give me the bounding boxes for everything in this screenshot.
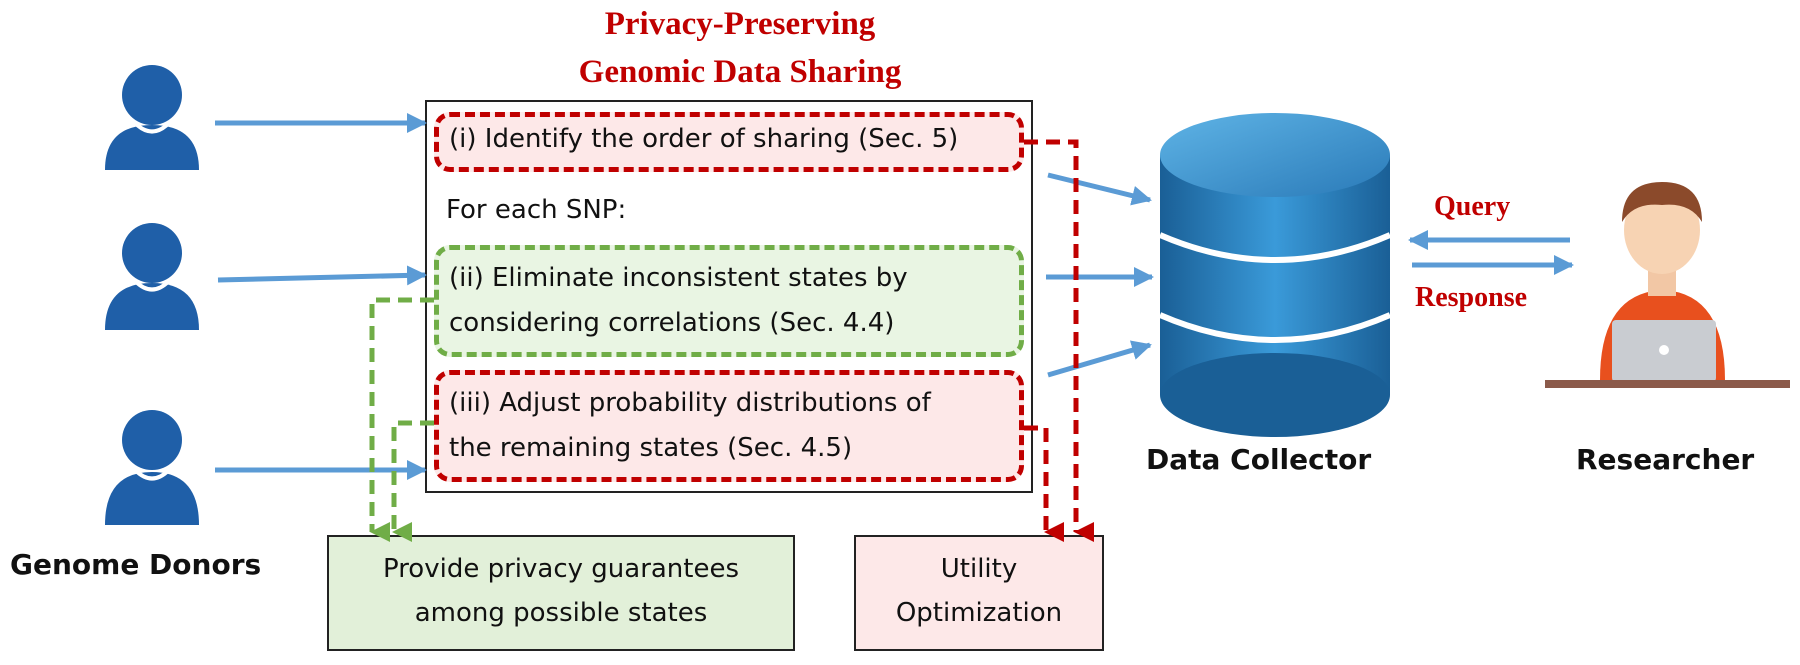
diagram-title-line2: Genomic Data Sharing xyxy=(578,54,902,90)
privacy-line2: among possible states xyxy=(414,598,708,628)
step-identify-order-label: (i) Identify the order of sharing (Sec. … xyxy=(449,124,959,154)
donor-person-icon-2 xyxy=(105,223,199,330)
utility-line1: Utility xyxy=(940,554,1018,584)
data-collector-label: Data Collector xyxy=(1146,443,1372,476)
researcher-label: Researcher xyxy=(1576,443,1755,476)
privacy-line1: Provide privacy guarantees xyxy=(382,554,740,584)
step-adjust-distributions: (iii) Adjust probability distributions o… xyxy=(434,370,1024,482)
database-icon xyxy=(1158,113,1392,437)
step-eliminate-line1: (ii) Eliminate inconsistent states by xyxy=(449,263,908,293)
privacy-guarantee-box: Provide privacy guarantees among possibl… xyxy=(327,535,795,651)
step-eliminate-line2: considering correlations (Sec. 4.4) xyxy=(449,308,895,338)
collector-arrow-3 xyxy=(1047,340,1152,378)
for-each-snp-label: For each SNP: xyxy=(446,195,627,225)
step-adjust-line2: the remaining states (Sec. 4.5) xyxy=(449,433,853,463)
researcher-icon xyxy=(1545,182,1790,388)
step3-utility-connector xyxy=(1024,425,1064,542)
process-box xyxy=(425,100,1033,493)
step-identify-order: (i) Identify the order of sharing (Sec. … xyxy=(434,112,1024,172)
donor-arrow-2 xyxy=(217,265,427,286)
collector-arrow-1 xyxy=(1047,172,1152,206)
diagram-title-line1: Privacy-Preserving xyxy=(604,6,876,42)
step1-utility-connector xyxy=(1024,139,1094,542)
genome-donors-label: Genome Donors xyxy=(10,548,262,581)
query-label: Query xyxy=(1434,191,1511,222)
response-label: Response xyxy=(1415,282,1528,313)
step-adjust-line1: (iii) Adjust probability distributions o… xyxy=(449,388,931,418)
step3-privacy-connector xyxy=(391,420,434,542)
step2-privacy-connector xyxy=(369,297,434,542)
donor-person-icon-1 xyxy=(105,65,199,170)
utility-line2: Optimization xyxy=(895,598,1063,628)
utility-optimization-box: Utility Optimization xyxy=(854,535,1104,651)
step-eliminate-states: (ii) Eliminate inconsistent states by co… xyxy=(434,245,1024,357)
donor-person-icon-3 xyxy=(105,410,199,525)
